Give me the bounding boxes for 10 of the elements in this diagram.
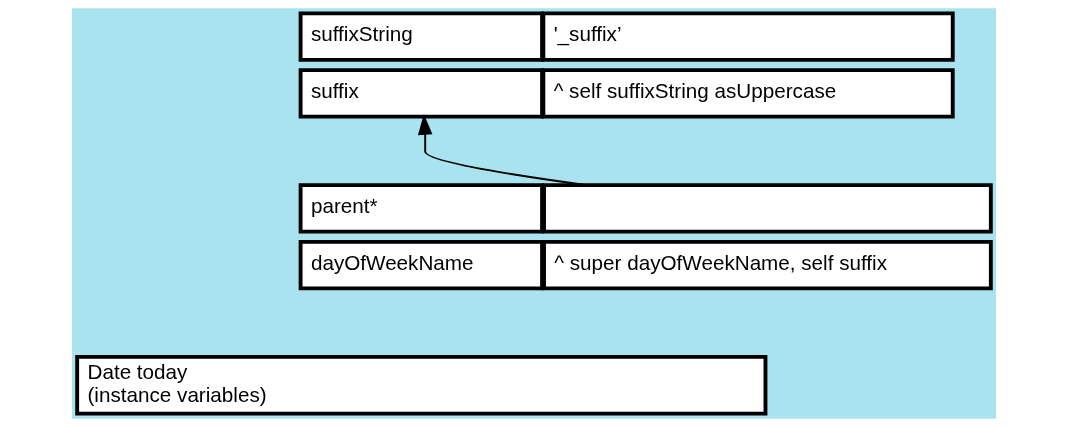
node-box: suffix (298, 68, 544, 119)
node-box (541, 183, 993, 234)
node-box: ^ super dayOfWeekName, self suffix (541, 239, 993, 291)
node-box: ^ self suffixString asUppercase (540, 68, 955, 119)
arrow (417, 114, 587, 187)
node-box: suffixString (298, 11, 544, 62)
node-box: Date today (instance variables) (74, 354, 767, 416)
node-box: parent* (298, 183, 544, 234)
node-box: '_suffix’ (540, 11, 955, 62)
node-box: dayOfWeekName (298, 239, 544, 291)
